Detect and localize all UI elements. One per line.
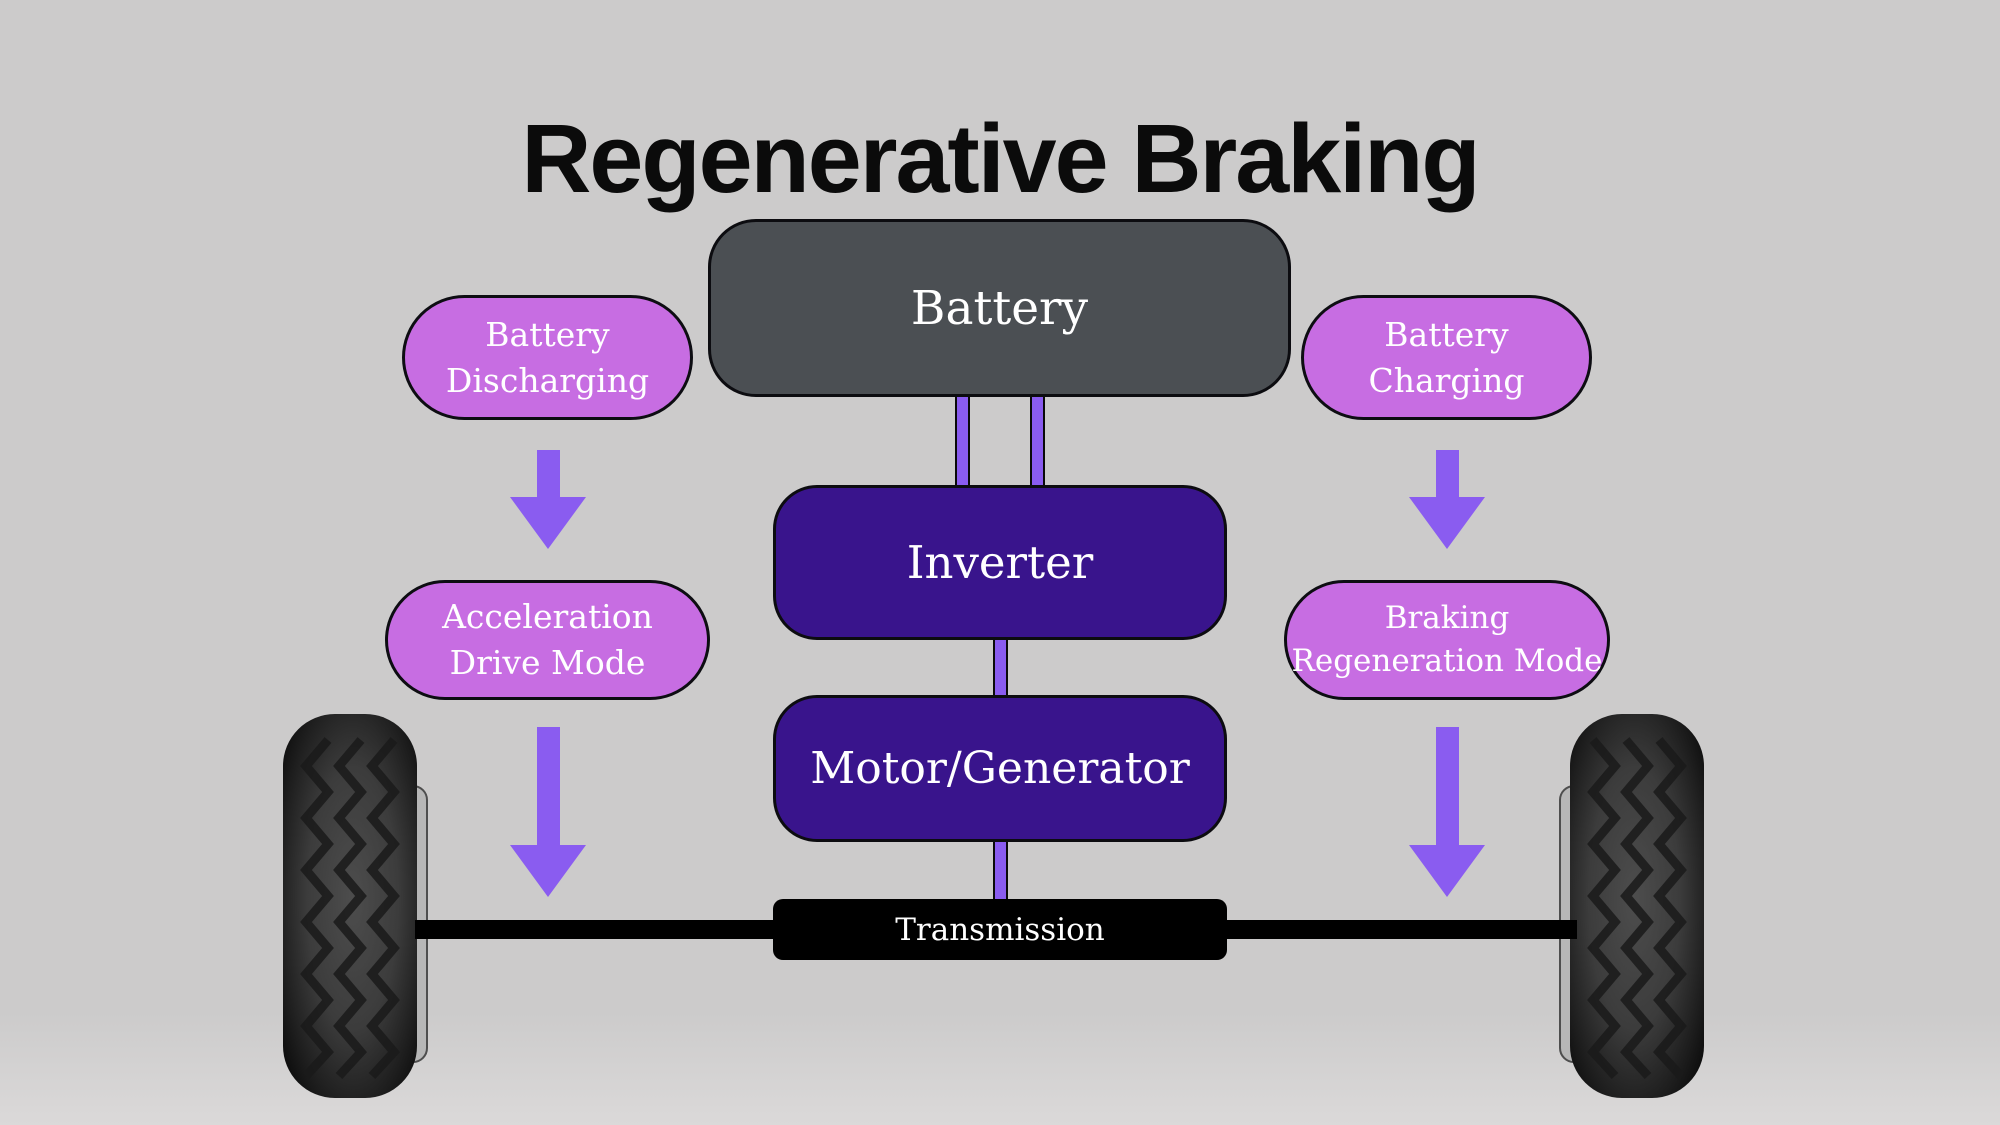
down-arrow-icon [510,727,586,897]
right-wheel-icon [1559,714,1704,1098]
motor-generator-label: Motor/Generator [810,743,1190,794]
battery-inverter-bus-1 [955,395,970,487]
pill-line: Regeneration Mode [1291,643,1603,679]
pill-line: Battery [485,314,610,354]
arrow-shaft [1435,450,1459,497]
motor-generator-box: Motor/Generator [773,695,1227,842]
axle-right [1225,920,1577,939]
inverter-motor-bus [993,638,1008,697]
acceleration-drive-mode-pill: Acceleration Drive Mode [385,580,710,700]
axle-left [415,920,775,939]
pill-line: Acceleration [442,597,653,637]
transmission-label: Transmission [895,911,1105,948]
inverter-label: Inverter [906,536,1094,589]
tire-tread-icon [1587,737,1687,1080]
pill-line: Discharging [445,360,650,400]
battery-label: Battery [910,280,1089,336]
arrow-shaft [536,450,560,497]
braking-regeneration-mode-pill: Braking Regeneration Mode [1284,580,1610,700]
pill-line: Charging [1368,360,1525,400]
tire-tread-icon [300,737,400,1080]
down-arrow-icon [1409,450,1485,549]
arrow-head [510,497,586,549]
pill-line: Battery [1384,314,1509,354]
pill-line: Drive Mode [449,643,646,682]
arrow-head [1409,497,1485,549]
battery-inverter-bus-2 [1030,395,1045,487]
transmission-box: Transmission [773,899,1227,960]
arrow-head [510,845,586,897]
battery-discharging-pill: Battery Discharging [402,295,693,420]
arrow-head [1409,845,1485,897]
motor-transmission-bus [993,840,1008,901]
pill-line: Braking [1384,600,1510,637]
down-arrow-icon [1409,727,1485,897]
page-title: Regenerative Braking [521,103,1480,213]
down-arrow-icon [510,450,586,549]
battery-charging-pill: Battery Charging [1301,295,1592,420]
inverter-box: Inverter [773,485,1227,640]
left-wheel-icon [283,714,428,1098]
arrow-shaft [536,727,560,845]
battery-box: Battery [708,219,1291,397]
arrow-shaft [1435,727,1459,845]
